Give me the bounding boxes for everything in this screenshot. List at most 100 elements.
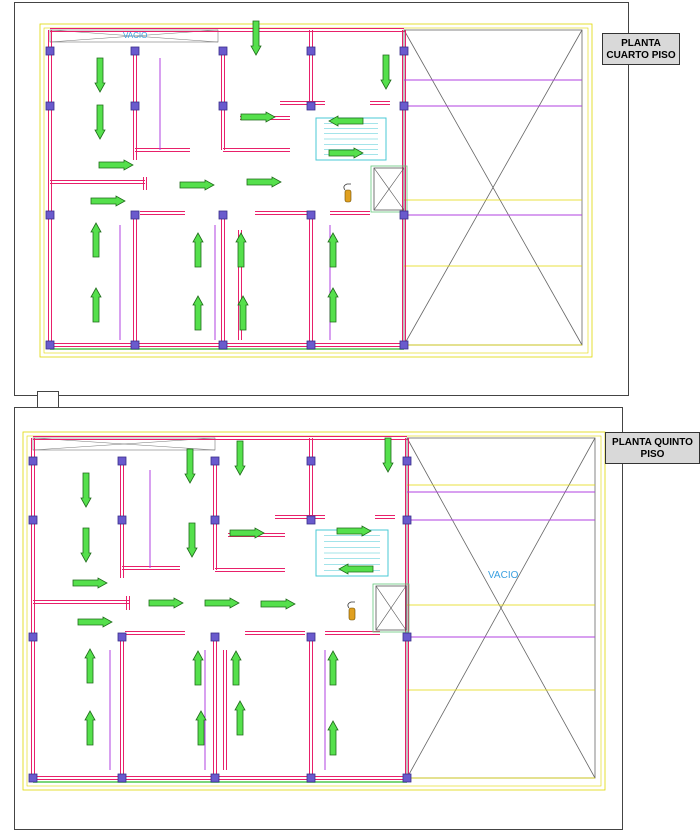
- shaft: [375, 585, 407, 631]
- column-icon: [130, 210, 140, 220]
- top-void-strip: [32, 437, 216, 451]
- column-icon: [130, 101, 140, 111]
- shaft-cross: [373, 167, 405, 211]
- column-icon: [130, 340, 140, 350]
- arrow-icon: [90, 195, 126, 207]
- arrow-icon: [179, 179, 215, 191]
- arrow-icon: [250, 20, 262, 56]
- arrow-icon: [192, 232, 204, 268]
- fire-extinguisher-icon: [347, 601, 356, 621]
- column-icon: [210, 456, 220, 466]
- arrow-icon: [240, 111, 276, 123]
- arrow-icon: [192, 295, 204, 331]
- arrow-icon: [84, 710, 96, 746]
- column-icon: [306, 46, 316, 56]
- column-icon: [306, 101, 316, 111]
- column-icon: [306, 340, 316, 350]
- column-icon: [210, 515, 220, 525]
- arrow-icon: [382, 437, 394, 473]
- column-icon: [117, 515, 127, 525]
- fire-extinguisher-icon: [343, 183, 352, 203]
- column-icon: [306, 632, 316, 642]
- column-icon: [306, 773, 316, 783]
- column-icon: [399, 210, 409, 220]
- arrow-icon: [234, 700, 246, 736]
- arrow-icon: [327, 650, 339, 686]
- arrow-icon: [237, 295, 249, 331]
- arrow-icon: [380, 54, 392, 90]
- void-label-top: VACIO: [123, 31, 147, 40]
- column-icon: [402, 456, 412, 466]
- void-cross: [406, 437, 596, 779]
- column-icon: [210, 632, 220, 642]
- column-icon: [117, 456, 127, 466]
- column-icon: [218, 340, 228, 350]
- arrow-icon: [184, 448, 196, 484]
- arrow-icon: [204, 597, 240, 609]
- column-icon: [402, 773, 412, 783]
- column-icon: [45, 340, 55, 350]
- arrow-icon: [327, 287, 339, 323]
- column-icon: [306, 515, 316, 525]
- arrow-icon: [84, 648, 96, 684]
- arrow-icon: [186, 522, 198, 558]
- dimension-guide: [39, 23, 593, 358]
- column-icon: [28, 632, 38, 642]
- arrow-icon: [234, 440, 246, 476]
- arrow-icon: [90, 287, 102, 323]
- column-icon: [218, 101, 228, 111]
- column-icon: [399, 46, 409, 56]
- column-icon: [117, 632, 127, 642]
- arrow-icon: [235, 232, 247, 268]
- shaft-outline: [372, 583, 410, 633]
- column-icon: [402, 632, 412, 642]
- column-icon: [210, 773, 220, 783]
- column-icon: [28, 515, 38, 525]
- column-icon: [306, 456, 316, 466]
- shaft-cross: [375, 585, 407, 631]
- dimension-guide: [26, 435, 602, 787]
- column-icon: [45, 210, 55, 220]
- column-icon: [117, 773, 127, 783]
- column-icon: [218, 210, 228, 220]
- column-icon: [45, 46, 55, 56]
- floor-plan-panel-5: [14, 407, 623, 830]
- arrow-icon: [328, 147, 364, 159]
- arrow-icon: [260, 598, 296, 610]
- column-icon: [402, 515, 412, 525]
- arrow-icon: [192, 650, 204, 686]
- column-icon: [130, 46, 140, 56]
- column-icon: [399, 340, 409, 350]
- column-icon: [45, 101, 55, 111]
- column-icon: [28, 773, 38, 783]
- arrow-icon: [80, 527, 92, 563]
- dimension-guide: [22, 431, 606, 791]
- arrow-icon: [80, 472, 92, 508]
- arrow-icon: [246, 176, 282, 188]
- arrow-icon: [327, 720, 339, 756]
- top-void-strip: [49, 29, 219, 43]
- plan-label-5: PLANTA QUINTO PISO: [605, 432, 700, 464]
- arrow-icon: [148, 597, 184, 609]
- arrow-icon: [72, 577, 108, 589]
- arrow-icon: [328, 115, 364, 127]
- column-icon: [399, 101, 409, 111]
- shaft-outline: [370, 165, 408, 213]
- arrow-icon: [98, 159, 134, 171]
- arrow-icon: [327, 232, 339, 268]
- arrow-icon: [230, 650, 242, 686]
- arrow-icon: [77, 616, 113, 628]
- arrow-icon: [94, 104, 106, 140]
- arrow-icon: [229, 527, 265, 539]
- arrow-icon: [338, 563, 374, 575]
- arrow-icon: [90, 222, 102, 258]
- arrow-icon: [94, 57, 106, 93]
- void-label-right: VACIO: [488, 570, 519, 581]
- shaft: [373, 167, 405, 211]
- arrow-icon: [195, 710, 207, 746]
- column-icon: [306, 210, 316, 220]
- column-icon: [28, 456, 38, 466]
- plan-label-4: PLANTA CUARTO PISO: [602, 33, 680, 65]
